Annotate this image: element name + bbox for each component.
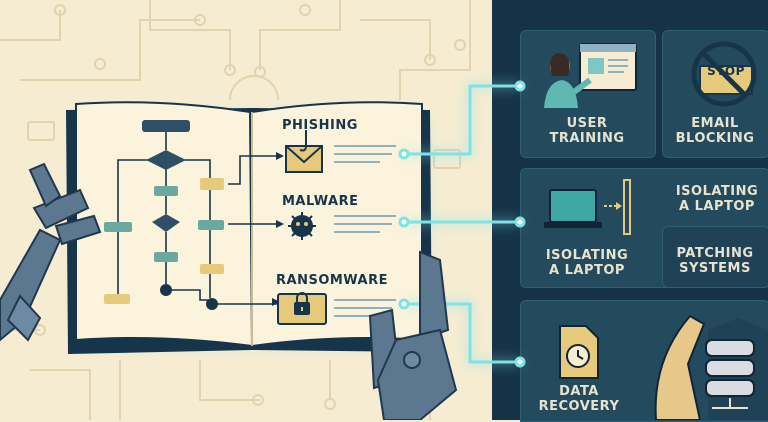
threat-label-ransomware: RANSOMWARE	[276, 273, 389, 288]
response-user-training: USER TRAINING	[549, 116, 625, 146]
robot-right-hand	[368, 250, 458, 420]
laptop-isolation-icon	[544, 179, 631, 235]
trainer-at-screen-icon	[544, 43, 637, 108]
stop-envelope-icon	[691, 41, 757, 107]
page-text-lines	[334, 145, 396, 317]
padlock-laptop-icon	[277, 292, 327, 325]
response-email-blocking: EMAIL BLOCKING	[675, 116, 755, 146]
threat-label-phishing: PHISHING	[282, 118, 358, 133]
response-isolating-laptop-top: ISOLATING A LAPTOP	[675, 184, 759, 214]
document-history-icon	[559, 325, 599, 379]
chip-icon	[27, 121, 55, 141]
phishing-envelope-icon	[285, 130, 323, 173]
virus-icon	[288, 212, 316, 240]
response-patching-systems: PATCHING SYSTEMS	[676, 246, 754, 276]
card-patching-systems	[662, 226, 768, 288]
response-data-recovery: DATA RECOVERY	[538, 384, 620, 414]
robot-left-hand	[0, 162, 102, 342]
stop-sign-label: STOP	[707, 64, 745, 78]
response-isolating-laptop: ISOLATING A LAPTOP	[545, 248, 629, 278]
hand-protecting-server-icon	[654, 314, 768, 420]
flowchart-nodes	[104, 120, 224, 310]
threat-label-malware: MALWARE	[282, 194, 359, 209]
